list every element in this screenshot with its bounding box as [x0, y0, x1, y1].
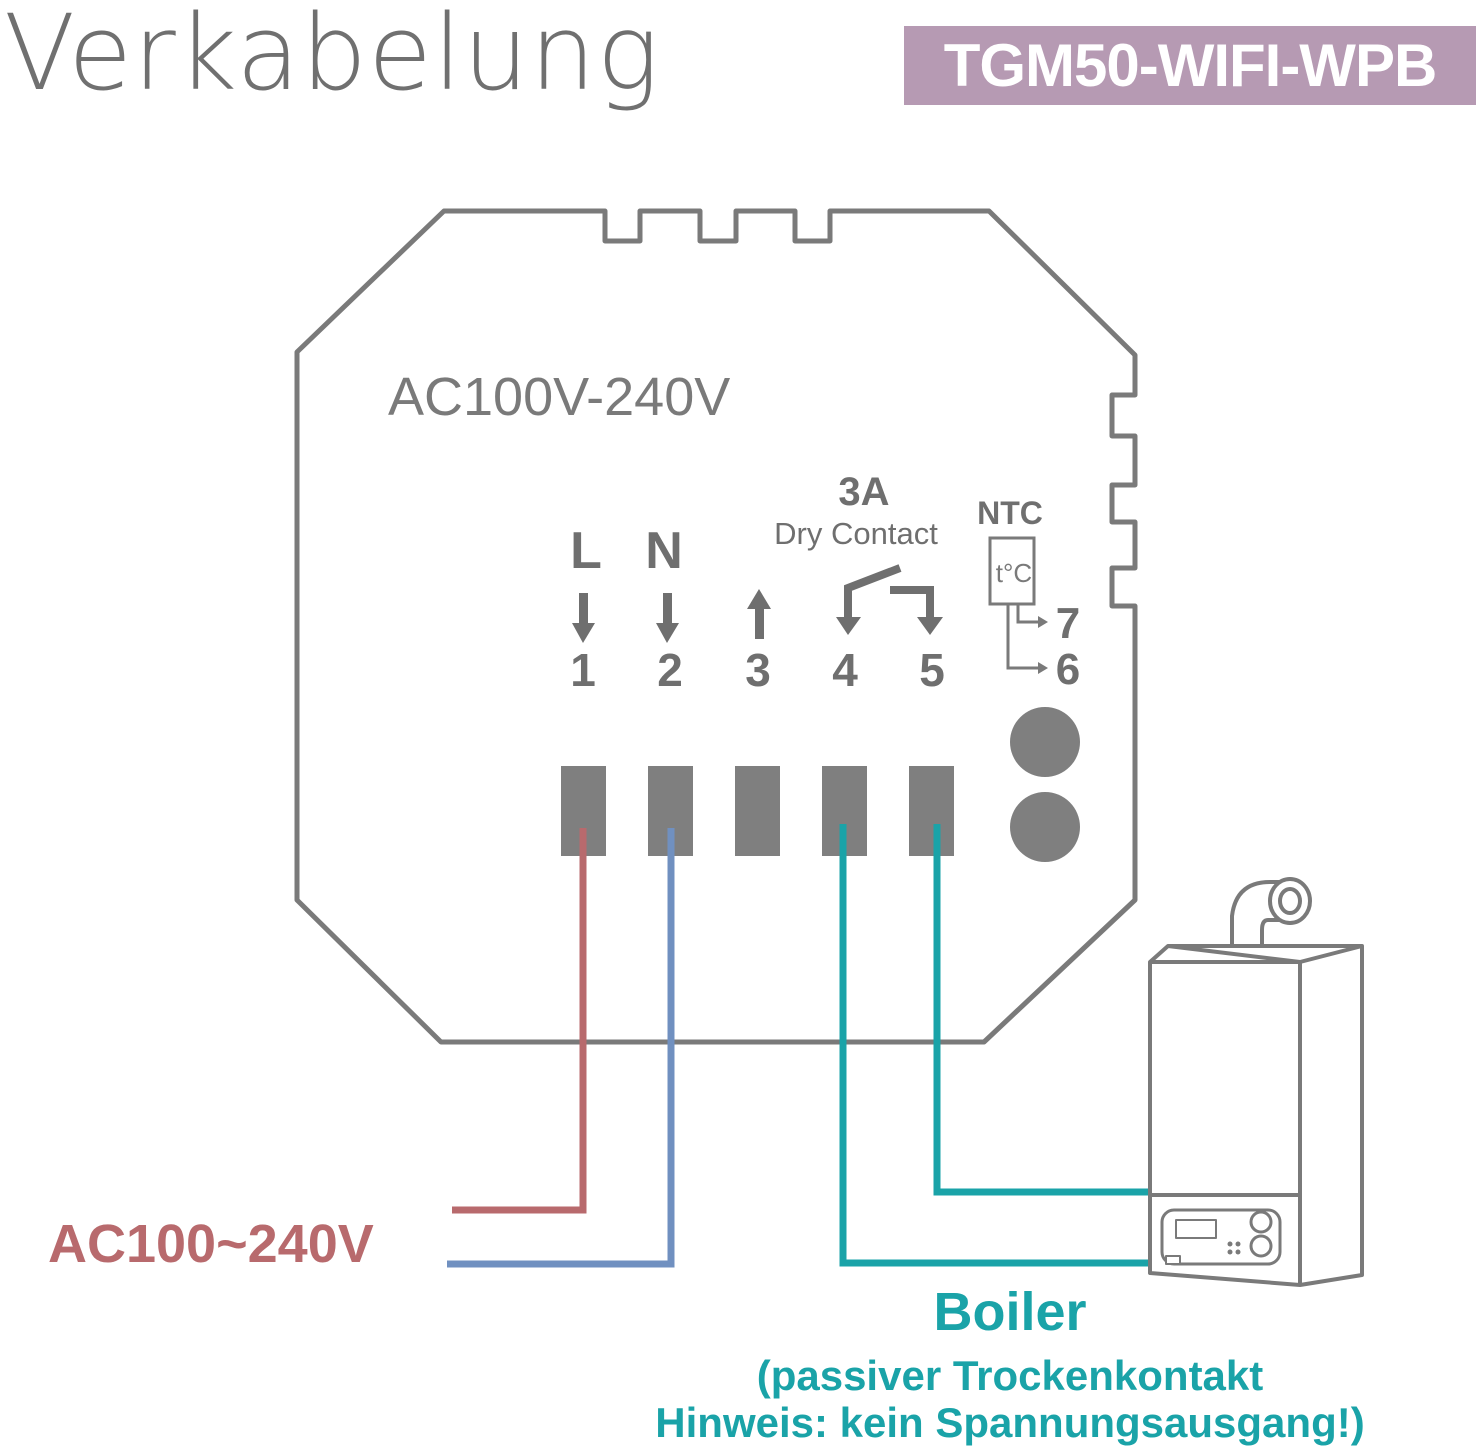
wire-boiler-5: [933, 824, 1150, 1196]
ntc-lead-6: [1006, 604, 1040, 670]
boiler-note-line1: (passiver Trockenkontakt: [757, 1352, 1264, 1399]
arrow-up-3-icon: [747, 589, 771, 639]
boiler-title: Boiler: [933, 1282, 1086, 1342]
boiler-icon: [1148, 877, 1364, 1287]
ntc-arrow-6-icon: [1038, 662, 1048, 674]
ntc-sensor-symbol: t°C: [996, 558, 1032, 588]
terminal-number-7: 7: [1056, 599, 1080, 648]
wire-live: [452, 828, 587, 1214]
arrow-down-1-icon: [572, 593, 595, 643]
boiler-note-line2: Hinweis: kein Spannungsausgang!): [655, 1399, 1364, 1446]
terminal-label-n: N: [645, 522, 683, 580]
terminal-number-5: 5: [919, 644, 945, 696]
terminal-block-5: [909, 766, 954, 856]
relay-switch-icon: [844, 564, 934, 620]
terminal-round-6: [1010, 792, 1080, 862]
wire-neutral: [447, 828, 675, 1268]
terminal-number-6: 6: [1056, 645, 1080, 694]
terminal-round-7: [1010, 707, 1080, 777]
page-title: Verkabelung: [4, 0, 661, 114]
terminal-number-1: 1: [570, 644, 596, 696]
relay-current-label: 3A: [838, 470, 889, 514]
relay-type-label: Dry Contact: [774, 516, 938, 551]
terminal-number-3: 3: [745, 644, 771, 696]
boiler-panel-dots-icon: [1227, 1241, 1241, 1255]
voltage-label: AC100V-240V: [388, 367, 730, 427]
arrow-down-5-icon: [917, 617, 943, 635]
ntc-lead-7: [1016, 604, 1040, 624]
ntc-label: NTC: [977, 495, 1043, 531]
ntc-sensor-icon: [988, 536, 1036, 606]
terminal-label-l: L: [570, 522, 602, 580]
supply-voltage-label: AC100~240V: [48, 1214, 374, 1274]
terminal-number-4: 4: [832, 644, 858, 696]
terminal-number-2: 2: [657, 644, 683, 696]
model-badge: TGM50-WIFI-WPB: [904, 26, 1476, 105]
arrow-down-2-icon: [656, 593, 679, 643]
wire-boiler-4: [839, 824, 1150, 1267]
arrow-down-4-icon: [836, 617, 861, 635]
ntc-arrow-7-icon: [1038, 616, 1048, 628]
terminal-block-3: [735, 766, 780, 856]
